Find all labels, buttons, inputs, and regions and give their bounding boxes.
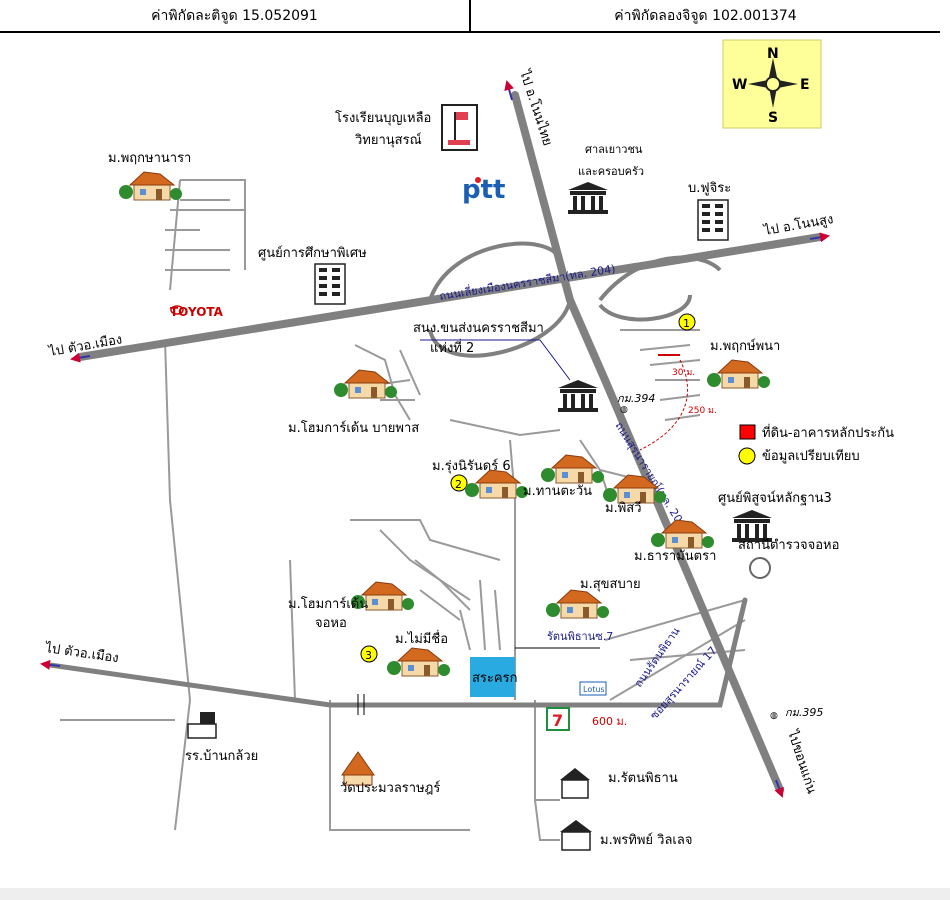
m-phisawi-label: ม.พิสวี [605,500,642,516]
pond-label: สระครก [472,671,517,686]
m-home-chohor-label-2: จอหอ [315,616,347,631]
m-maimeechue-label: ม.ไม่มีชื่อ [395,630,448,647]
coordinates-header: ค่าพิกัดละติจูด 15.052091 ค่าพิกัดลองจิจ… [0,0,940,33]
m-thantawan-label: ม.ทานตะวัน [523,484,592,499]
rattanaphithan-village-icon [560,768,590,799]
school-bankluai-icon [187,712,217,739]
m-phonthip-label: ม.พรทิพย์ วิลเลจ [600,832,692,848]
main-roads [47,91,824,794]
lotus-label: Lotus [583,685,605,694]
marker-1-number: 1 [683,317,690,330]
m-home-chohor-label: ม.โฮมการ์เด้น [288,596,368,612]
marker-2-number: 2 [455,478,462,491]
to-city-west2-label: ไป ตัวอ.เมือง [43,640,119,666]
ptt-logo: ptt [462,175,505,205]
dist-600-label: 600 ม. [592,715,627,728]
transport-office-label: สนง.ขนส่งนครราชสีมา [413,320,544,336]
phrueksa-house-icon [118,171,183,201]
forensic-label: ศูนย์พิสูจน์หลักฐาน3 [718,490,832,506]
phonthip-village-icon [560,820,592,851]
m-phrueksa-label: ม.พฤกษานารา [108,151,191,166]
suksabai-house-icon [545,589,610,619]
km395-marker-icon: ◍ [770,711,778,721]
comparable-marker-3 [360,645,378,663]
legend-comparable-swatch [738,447,756,465]
school-flag-icon [441,104,478,151]
maimeechue-house-icon [386,647,451,677]
rattanaphithan-road-label: ถนนรัตนพิธาน [632,625,683,690]
km394-marker-icon: ◍ [620,405,628,415]
sala-building-icon [568,182,608,214]
school-bunluea-label-2: วิทยานุสรณ์ [354,132,421,148]
footer-bar [0,888,950,900]
dist-250-label: 250 ม. [688,406,717,416]
m-pruksa-pana-label: ม.พฤกษ์พนา [710,338,780,354]
police-label: สถานีตำรวจจอหอ [738,537,839,553]
km394-label: กม.394 [617,392,655,405]
transport-office-label-2: แห่งที่ 2 [430,339,474,356]
police-emblem-icon [749,557,771,579]
toyota-logo: TOYOTA [170,305,224,319]
lotus-sign [579,681,607,696]
compass-east: E [800,77,810,93]
m-rattanaphithan-label: ม.รัตนพิธาน [608,771,678,786]
toyota-emblem-icon [170,305,184,315]
compass-west: W [732,77,747,93]
m-suksabai-label: ม.สุขสบาย [580,577,641,592]
wat-label: วัดประมวลราษฎร์ [340,780,440,796]
to-khon-kaen-label: ไปขอนแก่น [784,727,820,795]
minor-roads [60,179,746,841]
ptt-drop-icon [475,177,481,183]
legend-collateral-swatch [739,424,756,440]
m-tharamontra-label: ม.ธารามันตรา [634,549,716,564]
dist-30-label: 30 ม. [672,368,695,378]
seven-eleven-label: 7 [552,711,563,730]
temple-icon [341,751,375,786]
comparable-marker-1 [678,313,696,331]
sala-label: ศาลเยาวชน [585,143,643,156]
special-edu-label: ศูนย์การศึกษาพิเศษ [258,245,367,261]
transport-office-icon [558,380,598,412]
sala-label-2: และครอบครัว [578,165,644,178]
latitude-label: ค่าพิกัดละติจูด 15.052091 [0,0,471,31]
school-bankluai-label: รร.บ้านกล้วย [185,749,258,764]
seven-eleven-icon [546,707,570,731]
bypass-road-label: ถนนเลี่ยงเมืองนครราชสีมา(ทล. 204) [438,260,616,303]
school-bunluea-label: โรงเรียนบุญเหลือ [335,110,431,126]
marker-3-number: 3 [365,649,372,662]
compass-rose: N S E W [722,39,822,129]
comparable-marker-2 [450,474,468,492]
fuchira-building-icon [697,199,729,241]
legend-comparable-label: ข้อมูลเปรียบเทียบ [762,448,860,464]
thantawan-house-icon [540,454,605,484]
to-non-sung-label: ไป อ.โนนสูง [762,211,835,239]
m-home-bypass-label: ม.โฮมการ์เด้น บายพาส [288,420,419,436]
legend-collateral-label: ที่ดิน-อาคารหลักประกัน [762,424,894,441]
special-edu-building-icon [314,263,346,305]
road-205-label: ถนนสุรนารายณ์(ทล. 205) [612,420,690,535]
rattanaphithan-soi-label: รัตนพิธานซ.7 [547,630,613,643]
pruksa-pana-house-icon [706,359,771,389]
tharamontra-house-icon [650,519,715,549]
pond-shape [470,657,515,697]
compass-north: N [767,46,779,62]
b-fuchira-label: บ.ฟูจิระ [688,181,731,196]
km395-label: กม.395 [785,706,823,719]
compass-south: S [768,110,778,126]
longitude-label: ค่าพิกัดลองจิจูด 102.001374 [614,7,797,24]
direction-arrows [40,80,830,798]
rung-house-icon [464,469,529,499]
